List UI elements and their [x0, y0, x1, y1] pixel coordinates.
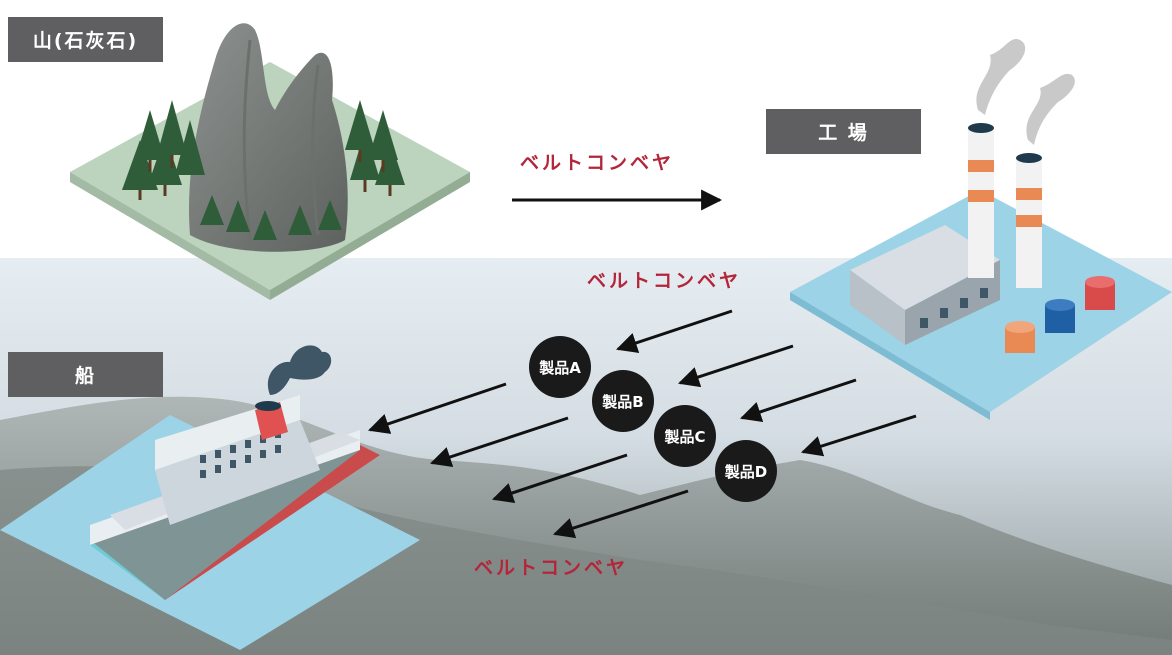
arrow-factory-to-product-b — [678, 344, 794, 388]
conveyor-label-middle: ベルトコンベヤ — [587, 270, 742, 292]
arrow-factory-to-product-a — [616, 309, 733, 353]
product-d-badge: 製品D — [715, 440, 777, 502]
ship-label: 船 — [8, 352, 163, 397]
mountain-illustration — [70, 23, 470, 300]
conveyor-label-top: ベルトコンベヤ — [520, 152, 675, 174]
factory-illustration — [790, 38, 1172, 420]
arrow-product-c-to-ship — [492, 453, 628, 504]
conveyor-label-bottom: ベルトコンベヤ — [474, 557, 629, 579]
arrow-product-b-to-ship — [430, 416, 569, 468]
ship-illustration — [0, 345, 420, 650]
arrow-factory-to-product-c — [740, 378, 857, 422]
arrow-factory-to-product-d — [800, 414, 917, 457]
arrow-product-a-to-ship — [368, 382, 507, 434]
arrow-product-d-to-ship — [553, 489, 689, 539]
mountain-label: 山(石灰石) — [8, 17, 163, 62]
conveyor-arrows — [368, 189, 917, 539]
factory-label: 工 場 — [766, 109, 921, 154]
product-b-badge: 製品B — [592, 370, 654, 432]
product-a-badge: 製品A — [529, 336, 591, 398]
product-c-badge: 製品C — [654, 405, 716, 467]
